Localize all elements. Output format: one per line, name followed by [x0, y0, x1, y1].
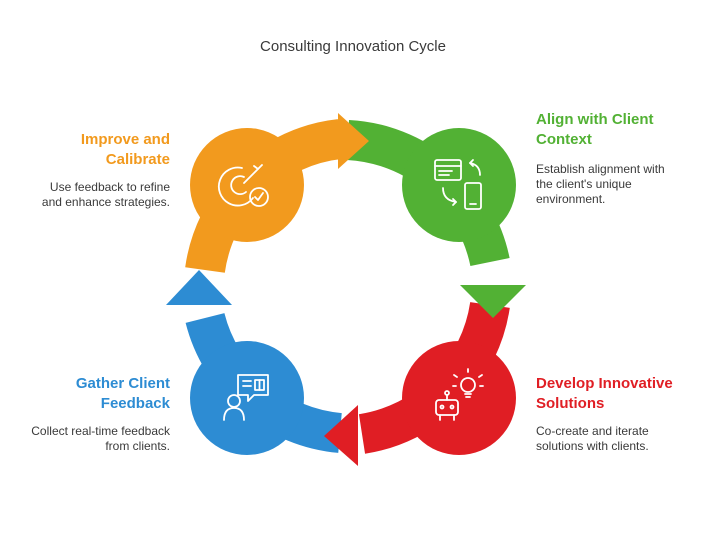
circle-develop	[402, 341, 516, 455]
step-align-description: Establish alignment with the client's un…	[536, 162, 665, 206]
person-chat-icon	[223, 374, 269, 421]
arrowhead-green	[460, 285, 526, 318]
target-check-icon	[217, 164, 269, 207]
diagram-title: Consulting Innovation Cycle	[260, 38, 446, 55]
arrowhead-orange	[338, 113, 369, 169]
step-gather-description: Collect real-time feedback from clients.	[31, 424, 170, 453]
step-improve-heading: Improve and Calibrate	[80, 131, 170, 168]
circle-align	[402, 128, 516, 242]
arrowhead-blue	[166, 270, 232, 305]
arrowhead-red	[324, 405, 358, 466]
robot-lightbulb-icon	[435, 368, 484, 421]
circle-improve	[190, 128, 304, 242]
step-develop-heading: Develop Innovative Solutions	[536, 375, 673, 412]
devices-sync-icon	[434, 159, 482, 210]
step-develop-description: Co-create and iterate solutions with cli…	[536, 424, 649, 453]
circle-gather	[190, 341, 304, 455]
step-align-heading: Align with Client Context	[536, 111, 654, 148]
step-gather-heading: Gather Client Feedback	[75, 375, 170, 412]
step-improve-description: Use feedback to refine and enhance strat…	[41, 180, 170, 209]
